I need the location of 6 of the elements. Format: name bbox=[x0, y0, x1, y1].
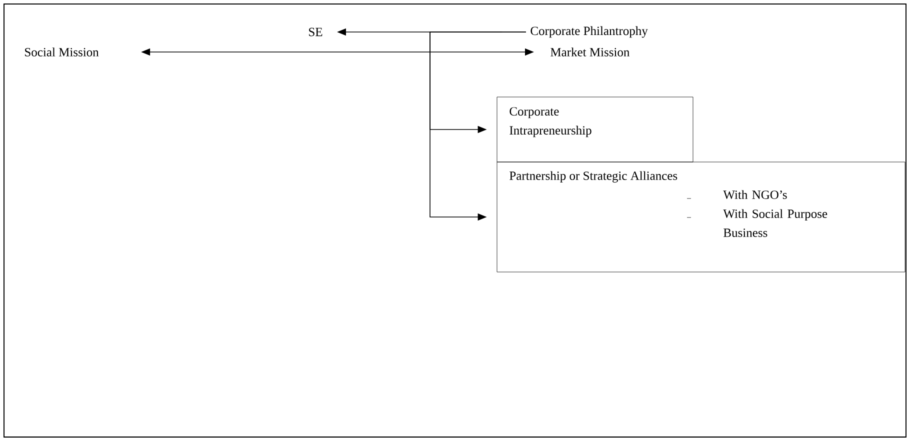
text-box: Partnership or Strategic Alliances With NGO’s With Social Purpose Business bbox=[496, 162, 906, 272]
label-text: Corporate Philantrophy bbox=[530, 26, 648, 38]
label-text: SE bbox=[309, 28, 322, 36]
label-text: Market Mission bbox=[550, 48, 630, 56]
text-box: Corporate Intrapreneurship bbox=[496, 96, 694, 162]
label-text: Social Mission bbox=[25, 48, 99, 56]
